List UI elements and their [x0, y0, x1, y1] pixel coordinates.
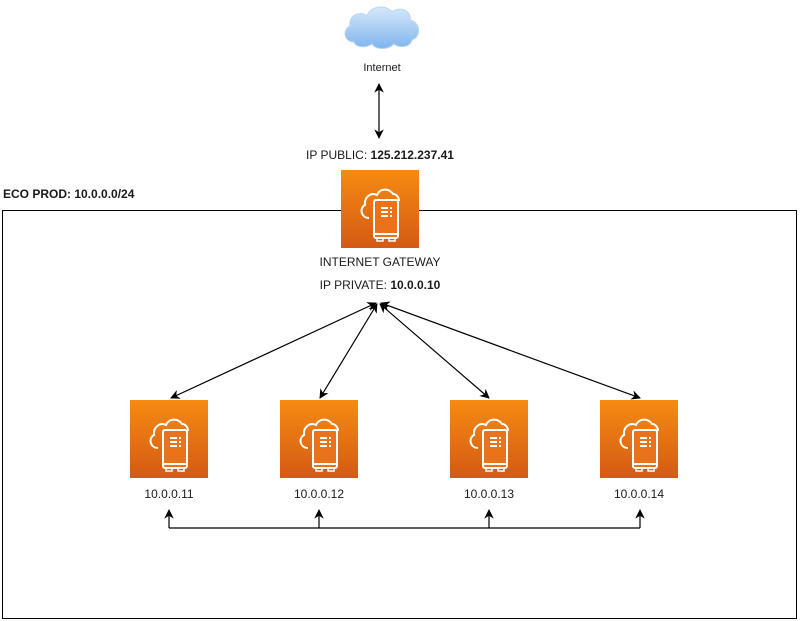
gateway-public-ip: IP PUBLIC: 125.212.237.41 — [290, 148, 470, 162]
internet-cloud-icon[interactable] — [340, 2, 424, 52]
vpc-label: ECO PROD: 10.0.0.0/24 — [3, 187, 135, 201]
internet-label: Internet — [363, 62, 401, 74]
gateway-name: INTERNET GATEWAY — [319, 255, 441, 269]
public-ip-value: 125.212.237.41 — [370, 148, 454, 162]
server-cloud-icon — [149, 418, 189, 472]
server-ip-label: 10.0.0.12 — [293, 487, 345, 501]
internet-gateway-node[interactable] — [341, 170, 419, 248]
server-cloud-icon — [619, 418, 659, 472]
server-ip-label: 10.0.0.13 — [463, 487, 515, 501]
server-node-1[interactable] — [130, 400, 208, 478]
server-node-3[interactable] — [450, 400, 528, 478]
private-ip-prefix: IP PRIVATE: — [319, 278, 391, 292]
private-ip-value: 10.0.0.10 — [390, 278, 441, 292]
server-ip-label: 10.0.0.14 — [613, 487, 665, 501]
server-node-2[interactable] — [280, 400, 358, 478]
server-ip-label: 10.0.0.11 — [144, 487, 194, 501]
gateway-private-ip: IP PRIVATE: 10.0.0.10 — [290, 278, 470, 292]
server-cloud-icon — [299, 418, 339, 472]
public-ip-prefix: IP PUBLIC: — [306, 148, 371, 162]
server-node-4[interactable] — [600, 400, 678, 478]
server-cloud-icon — [360, 188, 400, 242]
server-cloud-icon — [469, 418, 509, 472]
